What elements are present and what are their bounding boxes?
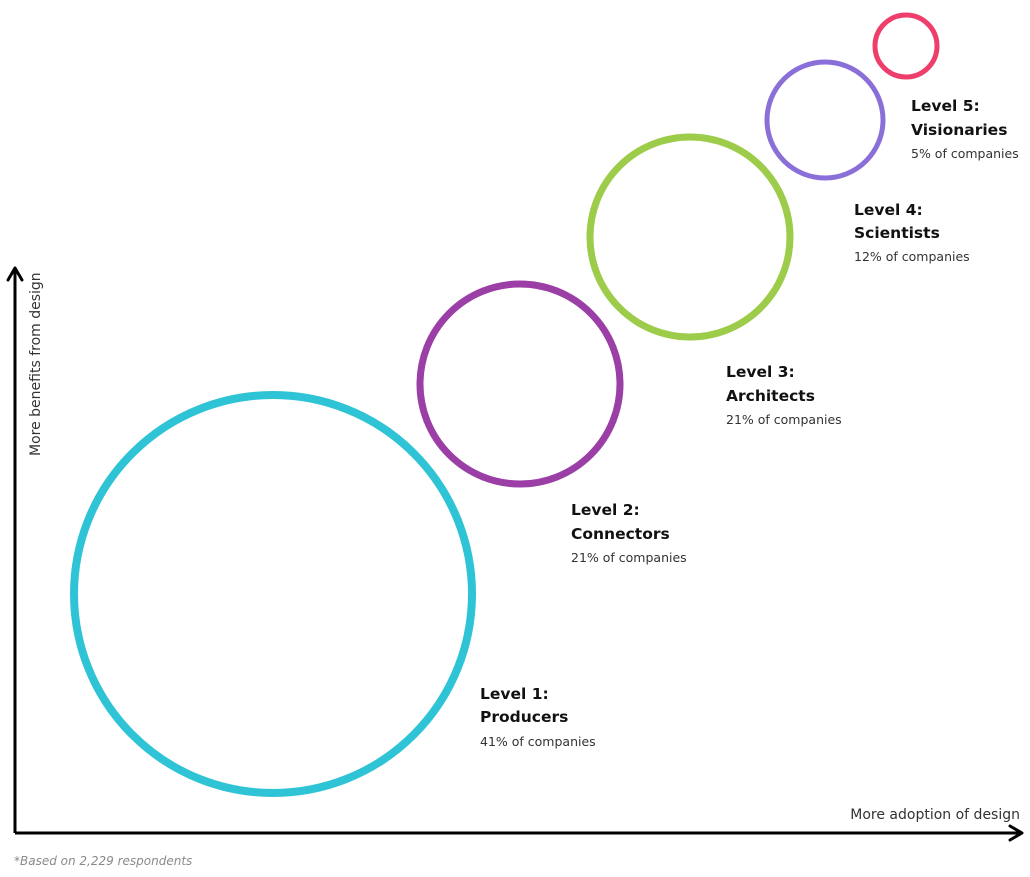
level-4-share: 12% of companies xyxy=(854,249,970,264)
level-5-share: 5% of companies xyxy=(911,146,1019,161)
level-1-circle xyxy=(70,391,476,797)
level-1-title: Level 1: xyxy=(480,685,549,703)
level-3-share: 21% of companies xyxy=(726,412,842,427)
level-2-name: Connectors xyxy=(571,525,670,543)
level-4-circle xyxy=(764,59,886,181)
level-3-name: Architects xyxy=(726,387,815,405)
level-3-title: Level 3: xyxy=(726,363,795,381)
level-3-circle xyxy=(586,133,794,341)
level-5-circle xyxy=(872,12,940,80)
level-1-name: Producers xyxy=(480,708,568,726)
y-axis-label: More benefits from design xyxy=(28,272,44,456)
level-5-name: Visionaries xyxy=(911,121,1007,139)
x-axis-label: More adoption of design xyxy=(850,807,1020,823)
level-2-circle xyxy=(416,280,624,488)
level-5-title: Level 5: xyxy=(911,97,980,115)
level-1-share: 41% of companies xyxy=(480,734,596,749)
y-axis-arrow-icon xyxy=(6,266,24,282)
x-axis-arrow-icon xyxy=(1008,824,1024,842)
level-4-name: Scientists xyxy=(854,224,940,242)
level-2-share: 21% of companies xyxy=(571,550,687,565)
level-2-title: Level 2: xyxy=(571,501,640,519)
level-4-title: Level 4: xyxy=(854,201,923,219)
footnote: *Based on 2,229 respondents xyxy=(14,854,193,868)
